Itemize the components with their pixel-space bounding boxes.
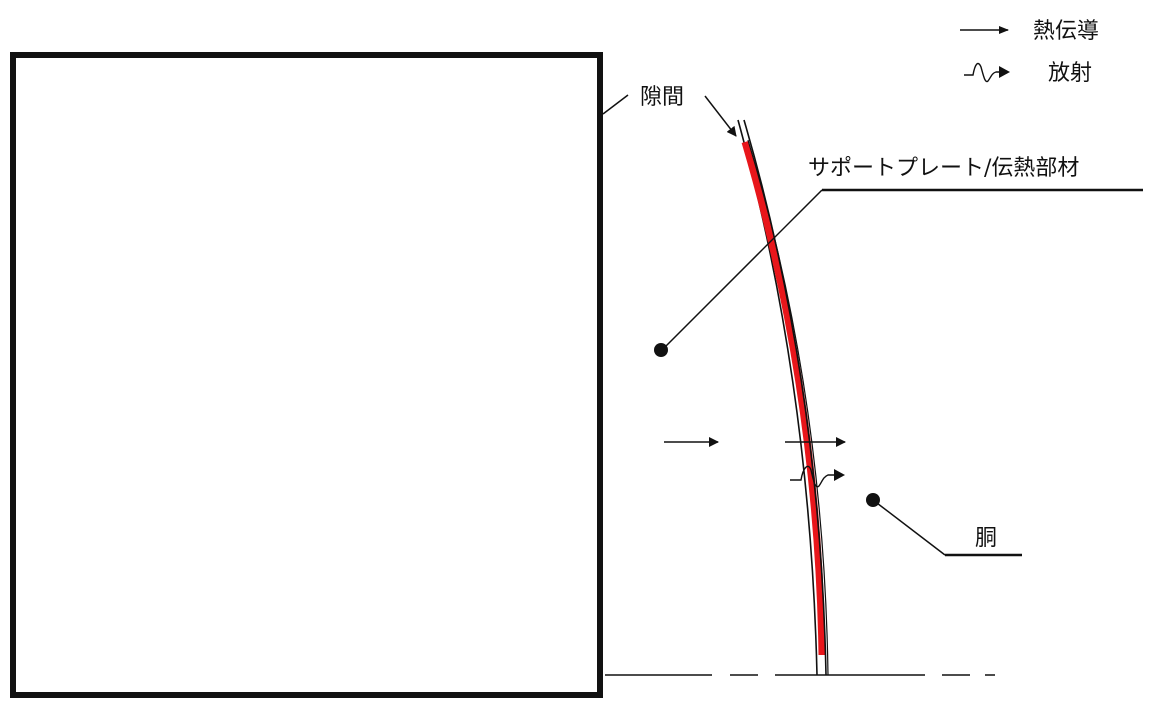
support-plate-band [741, 141, 826, 656]
shell-label: 胴 [975, 526, 997, 551]
shell-wall [737, 119, 829, 676]
shell-leader [872, 499, 946, 556]
radiation-arrow [790, 465, 845, 488]
legend-conduction-label: 熱伝導 [1033, 19, 1099, 44]
support-plate-leader [662, 189, 823, 350]
legend-radiation-label: 放射 [1048, 61, 1092, 86]
legend-radiation-arrow [964, 62, 1010, 83]
support-plate-leader-dot [654, 343, 668, 357]
gap-label: 隙間 [640, 85, 684, 110]
gap-arrow [704, 95, 737, 137]
enclosure-box [10, 52, 603, 698]
legend: 熱伝導 放射 [960, 19, 1099, 86]
support-plate-label: サポートプレート/伝熱部材 [808, 156, 1079, 181]
box-leader-line [602, 94, 629, 115]
